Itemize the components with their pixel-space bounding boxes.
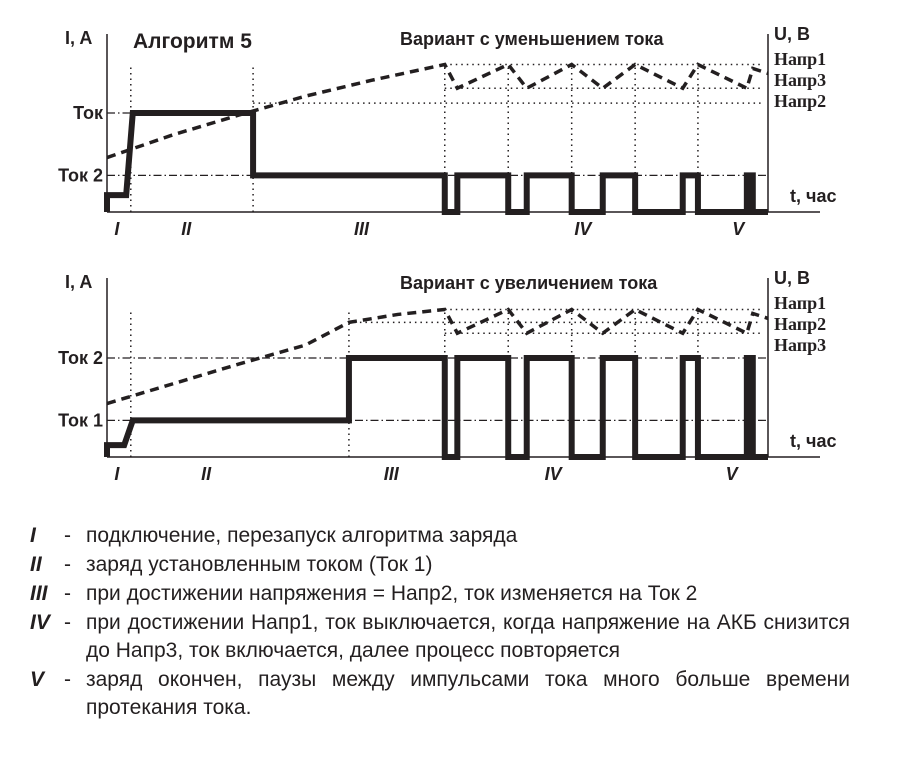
legend-mark: V <box>30 668 45 691</box>
current-curve <box>104 355 768 460</box>
legend-item: V-заряд окончен, паузы между импульсами … <box>30 666 850 722</box>
bottom-chart: I, A U, B t, час Ток 2 Ток 1 Напр1Напр2Напр3I… <box>58 268 836 484</box>
time-axis-label: t, час <box>790 186 836 206</box>
legend-mark: I <box>30 524 36 547</box>
algorithm-diagram: Алгоритм 5 Вариант с уменьшением тока Ва… <box>58 24 836 484</box>
phase-label: V <box>732 219 746 239</box>
diagram-title: Алгоритм 5 <box>133 30 252 53</box>
legend-item: III-при достижении напряжения = Напр2, т… <box>30 580 850 608</box>
legend-text: заряд окончен, паузы между импульсами то… <box>86 668 850 719</box>
voltage-axis-label: U, B <box>774 24 810 44</box>
phase-label: IV <box>574 219 593 239</box>
phase-label: III <box>354 219 370 239</box>
voltage-curve <box>106 62 769 160</box>
current-axis-label: I, A <box>65 272 92 292</box>
voltage-curve <box>106 307 769 406</box>
current-level-label: Ток <box>73 103 104 123</box>
voltage-level-label: Напр3 <box>774 70 826 90</box>
phase-label: I <box>114 219 120 239</box>
current-curve <box>104 110 768 215</box>
legend-item: II-заряд установленным током (Ток 1) <box>30 551 850 579</box>
legend-item: I-подключение, перезапуск алгоритма заря… <box>30 522 850 550</box>
voltage-axis-label: U, B <box>774 268 810 288</box>
phase-label: III <box>384 464 400 484</box>
legend-mark: IV <box>30 611 50 634</box>
current-level-label: Ток 2 <box>58 165 103 185</box>
voltage-level-label: Напр2 <box>774 314 826 334</box>
phase-label: IV <box>545 464 564 484</box>
legend: I-подключение, перезапуск алгоритма заря… <box>30 522 850 723</box>
legend-mark: II <box>30 553 42 576</box>
legend-mark: III <box>30 582 48 605</box>
voltage-level-label: Напр1 <box>774 49 826 69</box>
current-level-label: Ток 1 <box>58 410 103 430</box>
legend-text: при достижении Напр1, ток выключается, к… <box>86 611 850 662</box>
voltage-level-label: Напр1 <box>774 293 826 313</box>
phase-label: I <box>114 464 120 484</box>
top-subtitle: Вариант с уменьшением тока <box>400 29 664 49</box>
legend-text: при достижении напряжения = Напр2, ток и… <box>86 582 698 605</box>
voltage-level-label: Напр3 <box>774 335 826 355</box>
time-axis-label: t, час <box>790 431 836 451</box>
voltage-level-label: Напр2 <box>774 91 826 111</box>
legend-text: заряд установленным током (Ток 1) <box>86 553 433 576</box>
current-level-label: Ток 2 <box>58 348 103 368</box>
bottom-subtitle: Вариант с увеличением тока <box>400 273 658 293</box>
phase-label: II <box>201 464 212 484</box>
phase-label: II <box>181 219 192 239</box>
current-axis-label: I, A <box>65 28 92 48</box>
legend-text: подключение, перезапуск алгоритма заряда <box>86 524 518 547</box>
legend-item: IV-при достижении Напр1, ток выключается… <box>30 609 850 665</box>
phase-label: V <box>726 464 740 484</box>
